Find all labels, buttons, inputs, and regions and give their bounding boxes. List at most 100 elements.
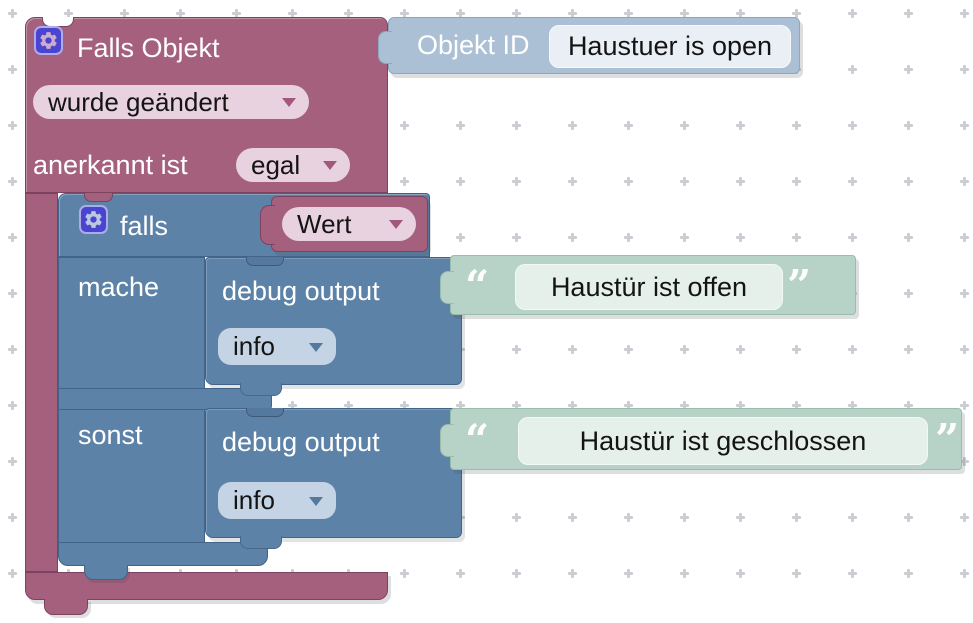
grid-cross (400, 569, 409, 578)
grid-cross (960, 569, 969, 578)
if-block-bottom[interactable] (58, 542, 268, 580)
chevron-down-icon (282, 98, 296, 107)
grid-cross (568, 177, 577, 186)
grid-cross (568, 345, 577, 354)
close-quote-icon: ” (787, 260, 812, 310)
chevron-down-icon (389, 220, 403, 229)
condition-dropdown-value: Wert (297, 208, 352, 239)
statement-connection-notch (246, 257, 284, 266)
grid-cross (64, 9, 73, 18)
grid-cross (568, 121, 577, 130)
string-block[interactable]: “ Haustür ist geschlossen ” (440, 408, 962, 470)
grid-cross (8, 233, 17, 242)
chevron-down-icon (309, 496, 323, 506)
grid-cross (680, 401, 689, 410)
grid-cross (568, 9, 577, 18)
grid-cross (792, 569, 801, 578)
string-block[interactable]: “ Haustür ist offen ” (440, 255, 856, 315)
grid-cross (8, 569, 17, 578)
statement-connection-notch (84, 193, 113, 202)
grid-cross (848, 177, 857, 186)
grid-cross (904, 289, 913, 298)
grid-cross (456, 177, 465, 186)
grid-cross (960, 289, 969, 298)
condition-dropdown[interactable]: Wert (282, 207, 416, 241)
debug-label: debug output (222, 427, 380, 457)
log-level-value: info (233, 331, 275, 361)
grid-cross (960, 65, 969, 74)
grid-cross (848, 345, 857, 354)
grid-cross (8, 513, 17, 522)
ack-label: anerkannt ist (33, 150, 188, 180)
condition-value-block[interactable]: Wert (260, 196, 428, 252)
next-connection-tab (240, 383, 282, 396)
grid-cross (512, 401, 521, 410)
grid-cross (680, 513, 689, 522)
open-quote-icon: “ (465, 260, 490, 310)
grid-cross (904, 401, 913, 410)
mutator-gear-icon[interactable] (34, 26, 63, 55)
grid-cross (512, 9, 521, 18)
grid-cross (512, 569, 521, 578)
next-connection-tab (44, 599, 88, 615)
grid-cross (960, 121, 969, 130)
log-level-dropdown[interactable]: info (218, 482, 336, 519)
grid-cross (960, 9, 969, 18)
grid-cross (736, 121, 745, 130)
log-level-dropdown[interactable]: info (218, 328, 336, 365)
grid-cross (904, 569, 913, 578)
grid-cross (176, 9, 185, 18)
string-field[interactable]: Haustür ist geschlossen (518, 417, 928, 465)
grid-cross (512, 233, 521, 242)
ack-dropdown[interactable]: egal (236, 148, 350, 182)
object-id-block[interactable]: Objekt ID Haustuer is open (378, 17, 800, 74)
value-connection-tab (378, 31, 392, 64)
if-block-else-bar[interactable] (58, 388, 272, 410)
grid-cross (400, 401, 409, 410)
grid-cross (736, 9, 745, 18)
grid-cross (8, 289, 17, 298)
grid-cross (344, 401, 353, 410)
next-connection-tab (84, 565, 128, 580)
grid-cross (568, 401, 577, 410)
grid-cross (456, 9, 465, 18)
debug-label: debug output (222, 276, 380, 306)
grid-cross (680, 121, 689, 130)
grid-cross (904, 513, 913, 522)
grid-cross (456, 233, 465, 242)
grid-cross (960, 457, 969, 466)
grid-cross (904, 345, 913, 354)
grid-cross (680, 9, 689, 18)
grid-cross (624, 9, 633, 18)
grid-cross (848, 121, 857, 130)
grid-cross (960, 345, 969, 354)
trigger-block-bottom[interactable] (25, 572, 388, 615)
grid-cross (512, 513, 521, 522)
ack-dropdown-value: egal (251, 149, 301, 180)
grid-cross (904, 233, 913, 242)
grid-cross (736, 513, 745, 522)
grid-cross (512, 177, 521, 186)
trigger-block-spine[interactable] (25, 193, 58, 572)
mutator-gear-icon[interactable] (79, 205, 108, 234)
grid-cross (8, 345, 17, 354)
grid-cross (736, 177, 745, 186)
grid-cross (624, 569, 633, 578)
debug-output-block[interactable]: debug output info (205, 408, 462, 549)
debug-output-block[interactable]: debug output info (205, 257, 462, 396)
grid-cross (568, 569, 577, 578)
edge-dropdown-value: wurde geändert (48, 86, 229, 117)
trigger-title: Falls Objekt (77, 33, 220, 63)
trigger-block-head[interactable]: Falls Objekt wurde geändert anerkannt is… (25, 17, 388, 193)
grid-cross (8, 457, 17, 466)
string-field[interactable]: Haustür ist offen (515, 264, 783, 310)
edge-dropdown[interactable]: wurde geändert (33, 85, 309, 119)
object-id-field[interactable]: Haustuer is open (549, 25, 791, 68)
value-connection-tab (260, 205, 275, 245)
if-block-head[interactable]: falls (58, 193, 430, 257)
next-connection-tab (240, 536, 282, 549)
grid-cross (624, 345, 633, 354)
grid-cross (288, 401, 297, 410)
open-quote-icon: “ (465, 414, 490, 464)
